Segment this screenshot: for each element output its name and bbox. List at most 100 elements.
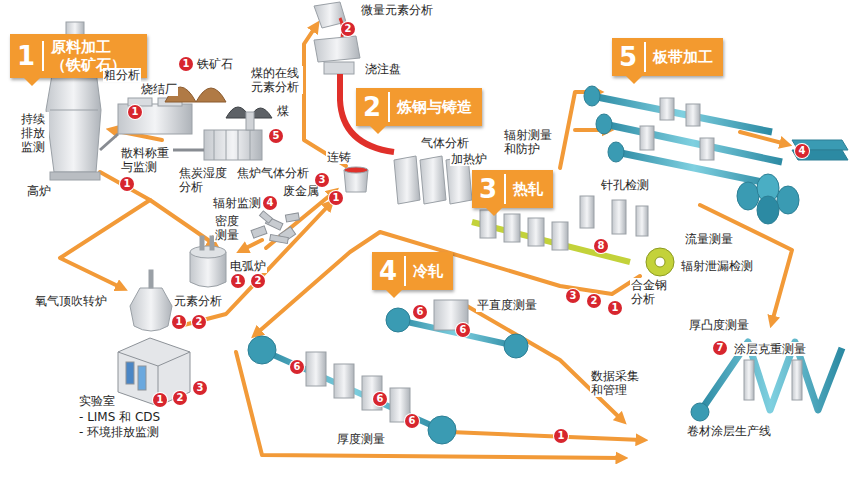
tandem-cold-mill xyxy=(306,352,326,386)
section-header: 5板带加工 xyxy=(612,38,723,76)
blast-furnace xyxy=(50,172,100,180)
coil-coating-line xyxy=(792,360,802,400)
coil-coating-line xyxy=(691,403,709,421)
strip-processing-line xyxy=(700,138,714,160)
sinter-plant xyxy=(100,134,118,150)
measurement-label: 厚凸度测量 xyxy=(688,318,750,332)
callout-number: 1 xyxy=(128,105,142,119)
callout-number: 1 xyxy=(153,393,167,407)
callout-number: 1 xyxy=(554,429,568,443)
flow-arrow xyxy=(242,240,262,250)
callout-number: 2 xyxy=(192,315,206,329)
section-title: 冷轧 xyxy=(413,262,443,280)
laboratory-room xyxy=(118,338,190,406)
hot-rolling-mill xyxy=(552,222,568,250)
section-header: 4冷轧 xyxy=(372,252,453,290)
measurement-label: 煤 xyxy=(276,104,290,118)
section-title: 板带加工 xyxy=(653,48,713,66)
measurement-label: - 环境排放监测 xyxy=(78,425,160,439)
tundish xyxy=(314,36,360,62)
coke-oven xyxy=(250,130,251,160)
section-title: 炼钢与铸造 xyxy=(397,98,472,116)
measurement-label: 煤的在线元素分析 xyxy=(250,66,303,94)
callout-number: 4 xyxy=(795,144,809,158)
measurement-label: 厚度测量 xyxy=(336,432,386,446)
blast-furnace xyxy=(50,110,98,111)
small-ladle xyxy=(344,167,368,192)
measurement-label: 气体分析 xyxy=(420,136,470,150)
callout-number: 7 xyxy=(713,341,727,355)
electric-arc-furnace xyxy=(200,236,204,250)
hot-rolling-mill xyxy=(472,196,674,276)
measurement-label: 浇注盘 xyxy=(364,62,402,76)
section-number: 3 xyxy=(479,174,506,204)
coke-oven xyxy=(238,130,239,160)
measurement-label: 辐射测量和防护 xyxy=(503,128,556,156)
coil-coating-line xyxy=(700,342,842,412)
hot-rolling-mill xyxy=(580,196,594,228)
strip-processing-line xyxy=(584,86,848,224)
strip-processing-line xyxy=(596,114,612,134)
callout-number: 2 xyxy=(173,391,187,405)
flow-arrow xyxy=(60,172,150,288)
measurement-label: 废金属 xyxy=(282,184,320,198)
measurement-label: 卷材涂层生产线 xyxy=(686,424,772,438)
strip-processing-line xyxy=(660,98,674,120)
measurement-label: 辐射监测 xyxy=(212,196,262,210)
hot-rolling-mill xyxy=(612,200,626,234)
sinter-plant xyxy=(100,98,192,150)
callout-number: 6 xyxy=(413,305,427,319)
hot-rolling-mill xyxy=(646,248,674,276)
scrap-metal-pile xyxy=(285,213,299,222)
measurement-label: 连铸 xyxy=(326,150,352,164)
basic-oxygen-furnace xyxy=(130,288,172,331)
section-header: 3 热轧 xyxy=(472,170,553,208)
section-number: 2 xyxy=(363,92,390,122)
measurement-label: 高炉 xyxy=(26,184,52,198)
measurement-label: 流量测量 xyxy=(684,232,734,246)
tandem-cold-mill xyxy=(334,364,354,398)
callout-number: 5 xyxy=(269,129,283,143)
measurement-label: 数据采集和管理 xyxy=(590,369,643,397)
callout-number: 6 xyxy=(373,392,387,406)
strip-processing-line xyxy=(777,186,799,214)
tandem-cold-mill xyxy=(262,350,442,430)
measurement-label: 密度测量 xyxy=(214,214,243,242)
measurement-label: 涂层克重测量 xyxy=(733,342,807,356)
strip-processing-line xyxy=(686,104,700,126)
measurement-label: - LIMS 和 CDS xyxy=(78,410,161,424)
laboratory-room xyxy=(118,338,190,406)
coil-coating-line xyxy=(691,342,842,421)
measurement-label: 针孔检测 xyxy=(600,178,650,192)
section-title: 热轧 xyxy=(513,180,543,198)
measurement-label: 粗分析 xyxy=(103,68,141,82)
flow-arrow xyxy=(60,26,792,458)
measurement-label: 元素分析 xyxy=(173,294,223,308)
coke-oven xyxy=(204,130,262,160)
strip-processing-line xyxy=(608,142,624,162)
measurement-label: 焦炉气体分析 xyxy=(236,166,310,180)
tundish xyxy=(324,62,354,74)
callout-number: 2 xyxy=(341,22,355,36)
callout-number: 1 xyxy=(120,177,134,191)
measurement-label: 焦炭湿度分析 xyxy=(178,166,231,194)
cold-rolling-mill xyxy=(386,308,410,332)
measurement-label: 实验室 xyxy=(78,394,116,408)
callout-number: 2 xyxy=(587,294,601,308)
reheating-furnace xyxy=(394,156,420,204)
callout-number: 6 xyxy=(290,360,304,374)
measurement-label: 电弧炉 xyxy=(229,259,267,273)
callout-number: 1 xyxy=(608,301,622,315)
callout-number: 1 xyxy=(231,274,245,288)
laboratory-room xyxy=(158,352,190,366)
flow-arrow xyxy=(236,352,622,458)
callout-number: 2 xyxy=(251,274,265,288)
hot-rolling-mill xyxy=(655,257,665,267)
flow-arrow xyxy=(450,432,642,440)
strip-processing-line xyxy=(640,126,654,150)
laboratory-room xyxy=(138,366,146,390)
tandem-cold-mill xyxy=(248,336,276,364)
hot-rolling-mill xyxy=(528,218,544,246)
coil-coating-line xyxy=(744,360,754,400)
